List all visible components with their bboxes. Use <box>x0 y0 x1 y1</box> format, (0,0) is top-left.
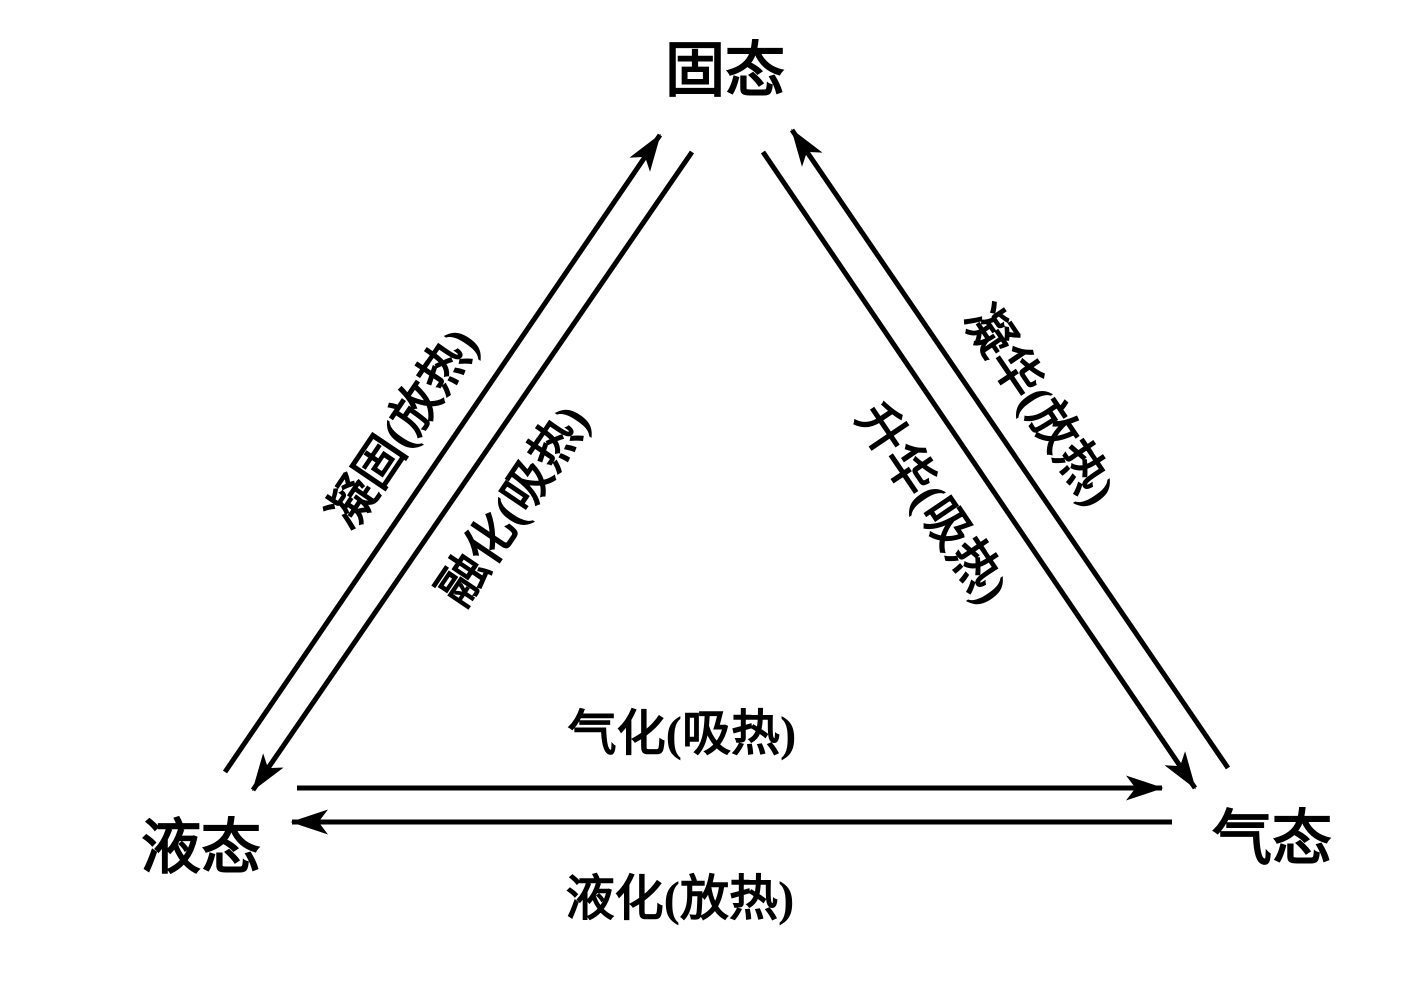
arrow-solidify <box>222 133 663 774</box>
arrow-deposit <box>789 128 1231 770</box>
state-label-liquid: 液态 <box>141 815 261 881</box>
transition-label-solidify: 凝固(放热) <box>316 318 489 538</box>
transition-label-vaporize: 气化(吸热) <box>568 706 797 761</box>
transition-label-liquefy: 液化(放热) <box>566 871 795 926</box>
arrow-melt <box>250 150 695 792</box>
state-label-solid: 固态 <box>665 38 785 104</box>
transition-label-melt: 融化(吸热) <box>427 395 600 615</box>
state-label-gas: 气态 <box>1212 806 1332 872</box>
arrow-sublimate <box>760 150 1198 790</box>
